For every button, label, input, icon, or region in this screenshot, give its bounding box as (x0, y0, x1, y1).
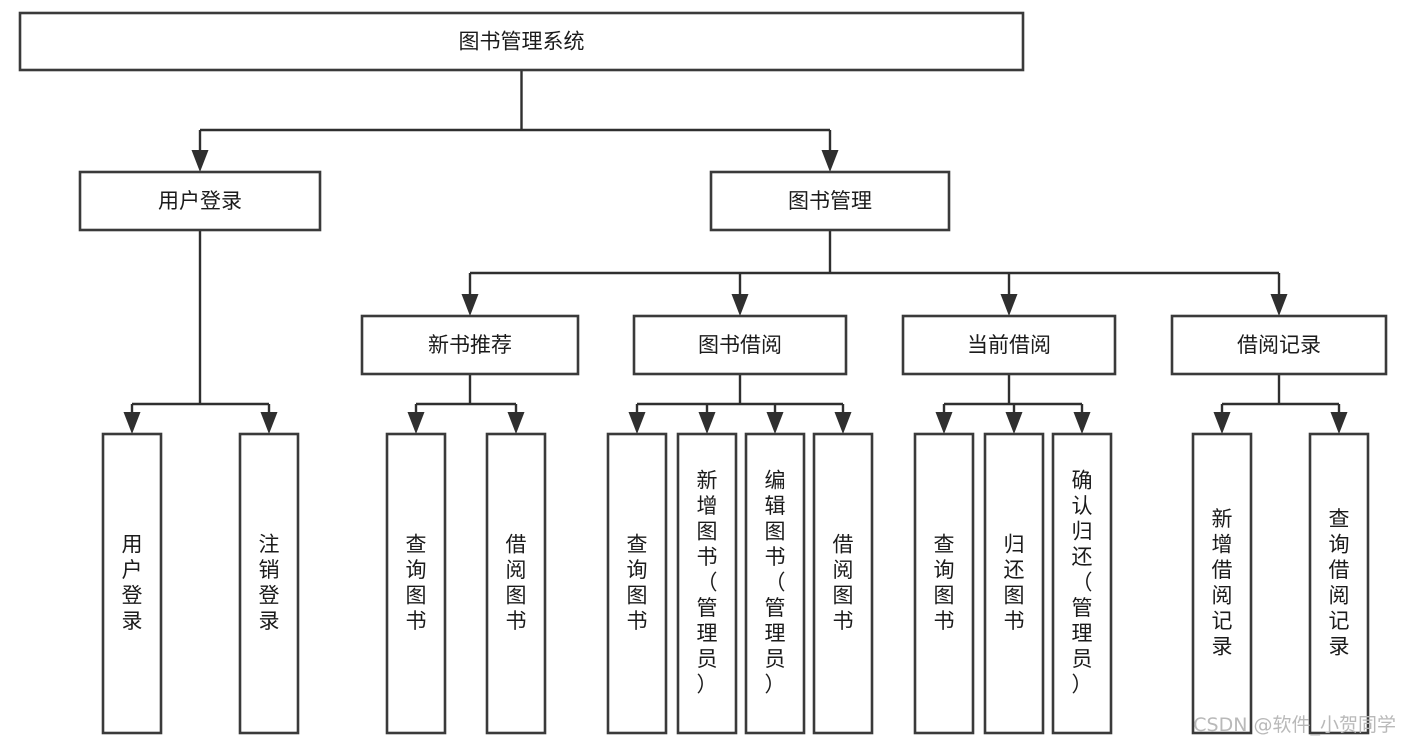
node-label-user-login: 用户登录 (158, 189, 242, 213)
node-label-leaf-query-book-3: 查询图书 (934, 532, 955, 633)
node-root[interactable]: 图书管理系统 (18, 11, 1025, 72)
watermark-label: CSDN @软件_小贺同学 (1193, 714, 1396, 736)
node-box-borrow-record[interactable] (1170, 314, 1388, 376)
node-box-leaf-add-book[interactable] (676, 432, 738, 735)
node-leaf-confirm-return[interactable]: 确认归还（管理员） (1051, 432, 1113, 735)
node-box-new-book-rec[interactable] (360, 314, 580, 376)
node-current-borrow[interactable]: 当前借阅 (901, 314, 1117, 376)
node-leaf-query-book-1[interactable]: 查询图书 (385, 432, 447, 735)
node-leaf-query-book-2[interactable]: 查询图书 (606, 432, 668, 735)
node-label-leaf-return-book: 归还图书 (1004, 532, 1025, 633)
arrow-head-icon (1270, 294, 1288, 316)
node-box-leaf-borrow-book-2[interactable] (812, 432, 874, 735)
arrow-head-icon (628, 412, 646, 434)
arrow-head-icon (123, 412, 141, 434)
arrow-head-icon (731, 294, 749, 316)
node-box-leaf-query-book-3[interactable] (913, 432, 975, 735)
node-box-book-borrow[interactable] (632, 314, 848, 376)
node-label-book-borrow: 图书借阅 (698, 333, 782, 357)
arrow-head-icon (1005, 412, 1023, 434)
arrow-head-icon (766, 412, 784, 434)
node-book-borrow[interactable]: 图书借阅 (632, 314, 848, 376)
node-label-leaf-borrow-book-2: 借阅图书 (833, 532, 854, 633)
node-borrow-record[interactable]: 借阅记录 (1170, 314, 1388, 376)
node-label-leaf-query-record: 查询借阅记录 (1329, 507, 1350, 659)
node-label-leaf-confirm-return: 确认归还（管理员） (1072, 469, 1093, 697)
node-box-leaf-edit-book[interactable] (744, 432, 806, 735)
node-label-borrow-record: 借阅记录 (1237, 333, 1321, 357)
node-leaf-query-book-3[interactable]: 查询图书 (913, 432, 975, 735)
node-label-leaf-query-book-2: 查询图书 (627, 532, 648, 633)
node-label-current-borrow: 当前借阅 (967, 333, 1051, 357)
node-label-leaf-borrow-book-1: 借阅图书 (506, 532, 527, 633)
arrow-head-icon (260, 412, 278, 434)
node-leaf-borrow-book-2[interactable]: 借阅图书 (812, 432, 874, 735)
node-leaf-borrow-book-1[interactable]: 借阅图书 (485, 432, 547, 735)
node-box-user-login[interactable] (78, 170, 322, 232)
node-label-leaf-edit-book: 编辑图书（管理员） (765, 469, 786, 697)
node-user-login[interactable]: 用户登录 (78, 170, 322, 232)
node-box-leaf-user-logout[interactable] (238, 432, 300, 735)
connector-layer (123, 70, 1348, 434)
node-label-new-book-rec: 新书推荐 (428, 333, 512, 357)
node-box-leaf-return-book[interactable] (983, 432, 1045, 735)
node-box-leaf-confirm-return[interactable] (1051, 432, 1113, 735)
node-box-leaf-add-record[interactable] (1191, 432, 1253, 735)
node-box-leaf-query-book-2[interactable] (606, 432, 668, 735)
arrow-head-icon (821, 150, 839, 172)
node-label-leaf-user-login: 用户登录 (122, 532, 143, 633)
node-leaf-edit-book[interactable]: 编辑图书（管理员） (744, 432, 806, 735)
arrow-head-icon (698, 412, 716, 434)
arrow-head-icon (1000, 294, 1018, 316)
node-box-leaf-user-login[interactable] (101, 432, 163, 735)
node-label-book-manage: 图书管理 (788, 189, 872, 213)
node-leaf-return-book[interactable]: 归还图书 (983, 432, 1045, 735)
node-leaf-add-book[interactable]: 新增图书（管理员） (676, 432, 738, 735)
connector-group-book-borrow (628, 374, 852, 434)
node-leaf-user-login[interactable]: 用户登录 (101, 432, 163, 735)
connector-group-new-book-rec (407, 374, 525, 434)
node-label-leaf-add-record: 新增借阅记录 (1212, 507, 1233, 659)
arrow-head-icon (935, 412, 953, 434)
node-box-leaf-query-record[interactable] (1308, 432, 1370, 735)
node-label-leaf-user-logout: 注销登录 (259, 532, 280, 633)
node-box-current-borrow[interactable] (901, 314, 1117, 376)
arrow-head-icon (507, 412, 525, 434)
arrow-head-icon (1073, 412, 1091, 434)
connector-group-user-login (123, 230, 278, 434)
node-leaf-user-logout[interactable]: 注销登录 (238, 432, 300, 735)
node-label-root: 图书管理系统 (459, 30, 585, 54)
node-label-leaf-query-book-1: 查询图书 (406, 532, 427, 633)
connector-group-current-borrow (935, 374, 1091, 434)
node-box-book-manage[interactable] (709, 170, 951, 232)
arrow-head-icon (191, 150, 209, 172)
node-label-leaf-add-book: 新增图书（管理员） (697, 469, 718, 697)
arrow-head-icon (834, 412, 852, 434)
node-box-leaf-borrow-book-1[interactable] (485, 432, 547, 735)
arrow-head-icon (407, 412, 425, 434)
connector-group-borrow-record (1213, 374, 1348, 434)
node-leaf-add-record[interactable]: 新增借阅记录 (1191, 432, 1253, 735)
node-box-leaf-query-book-1[interactable] (385, 432, 447, 735)
node-leaf-query-record[interactable]: 查询借阅记录 (1308, 432, 1370, 735)
connector-group-root (191, 70, 839, 172)
node-layer: 图书管理系统用户登录图书管理新书推荐图书借阅当前借阅借阅记录用户登录注销登录查询… (18, 11, 1388, 735)
node-book-manage[interactable]: 图书管理 (709, 170, 951, 232)
node-new-book-rec[interactable]: 新书推荐 (360, 314, 580, 376)
connector-group-book-manage (461, 230, 1288, 316)
arrow-head-icon (461, 294, 479, 316)
arrow-head-icon (1330, 412, 1348, 434)
node-box-root[interactable] (18, 11, 1025, 72)
arrow-head-icon (1213, 412, 1231, 434)
